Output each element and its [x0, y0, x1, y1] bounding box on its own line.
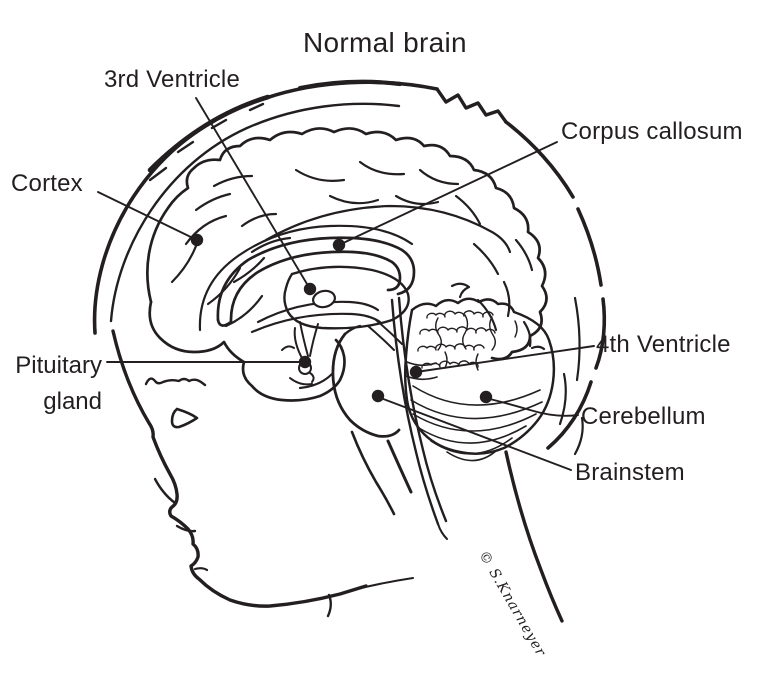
eyebrow [144, 377, 207, 387]
cingulate-sulcus [198, 224, 414, 332]
cortex-dot [190, 233, 204, 247]
marker-dots [190, 233, 493, 404]
corpus-callosum [198, 224, 416, 334]
label-cerebellum: Cerebellum [581, 403, 706, 430]
jaw-extension [348, 577, 414, 592]
cerebellum-leader-line [485, 397, 579, 417]
brainstem-leader-line [377, 396, 572, 471]
fornix-lower [250, 312, 382, 334]
pituitary-dot [298, 355, 312, 369]
label-brainstem: Brainstem [575, 459, 685, 486]
cortex-leader-line [97, 191, 198, 241]
cerebellum-outline [403, 297, 556, 456]
diagram-title: Normal brain [303, 27, 467, 58]
leader-lines [97, 97, 595, 471]
label-cortex: Cortex [11, 170, 83, 197]
cerebellum-dot [479, 390, 493, 404]
pons [331, 332, 401, 438]
label-pituitary-line2: gland [43, 388, 102, 415]
brainstem-structure [331, 296, 448, 540]
gyri-sulci [170, 160, 546, 390]
brainstem-dot [371, 389, 385, 403]
aqueduct-line-1 [367, 325, 395, 351]
spinal-cord-line-2 [397, 296, 448, 523]
front-neck-line [386, 439, 413, 494]
occiput-accents [558, 296, 584, 456]
cerebrum-outline [146, 127, 548, 402]
inner-skull-line [109, 102, 401, 323]
fourth-ventricle-leader-line [415, 345, 595, 373]
label-fourth-ventricle: 4th Ventricle [596, 331, 731, 358]
spinal-cord-line-1 [390, 298, 440, 526]
arbor-vitae-texture [417, 310, 518, 371]
fornix [256, 300, 380, 324]
hair-ticks [148, 102, 265, 182]
corpus-callosum-leader-line [338, 141, 558, 246]
hair-wisp [435, 87, 508, 124]
face-profile [111, 329, 564, 623]
aqueduct-line-2 [375, 319, 403, 345]
third-ventricle-leader-line [195, 97, 311, 290]
head-outline [92, 79, 607, 456]
pituitary-region [281, 321, 319, 386]
folia-striations [405, 361, 543, 462]
interthalamic-adhesion [312, 289, 336, 309]
mouth-line [175, 524, 197, 533]
chin-crease [193, 567, 209, 572]
nape-line [504, 450, 564, 623]
label-third-ventricle: 3rd Ventricle [104, 66, 241, 93]
label-corpus-callosum: Corpus callosum [561, 118, 743, 145]
jaw-tick [326, 593, 332, 618]
label-pituitary-line1: Pituitary [15, 352, 102, 379]
third-ventricle-dot [303, 282, 317, 296]
medulla-line [350, 430, 396, 516]
fourth-ventricle-dot [409, 365, 423, 379]
nostril-line [153, 477, 177, 505]
closed-eye [170, 407, 199, 429]
label-pituitary-gland: Pituitary gland [0, 348, 102, 420]
corpus-callosum-dot [332, 238, 346, 252]
cerebellum-structure [403, 297, 556, 462]
